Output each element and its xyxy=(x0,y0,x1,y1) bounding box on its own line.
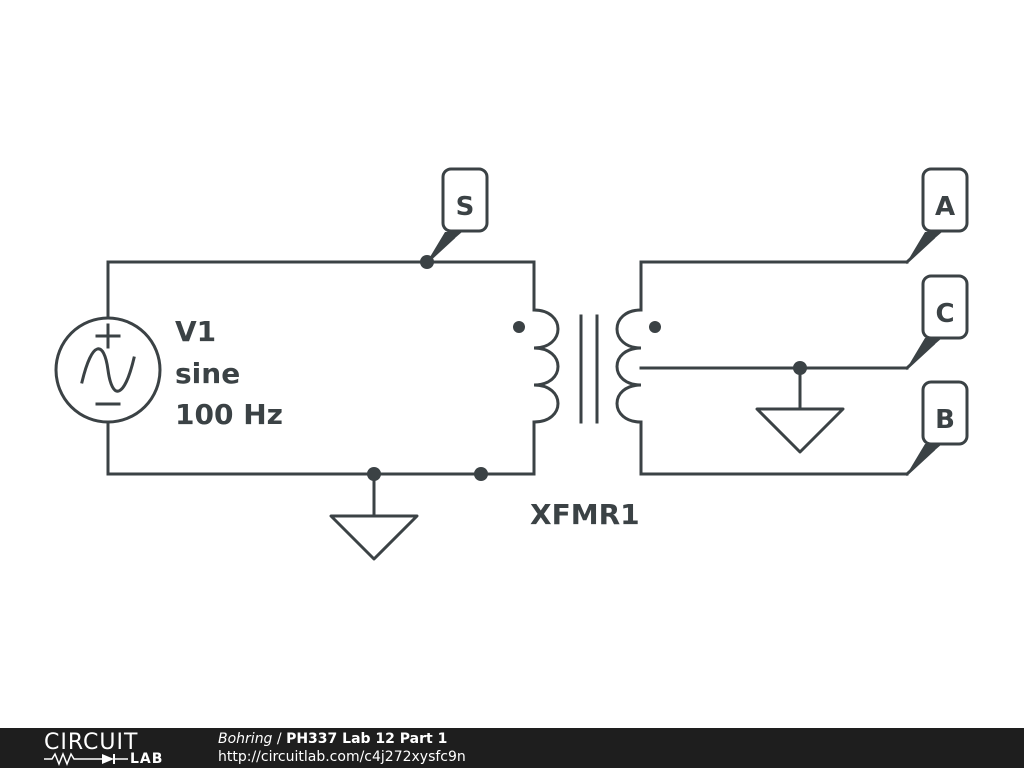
circuit-url[interactable]: http://circuitlab.com/c4j272xysfc9n xyxy=(218,749,466,765)
ground-icon[interactable] xyxy=(755,407,845,454)
source-frequency-label: 100 Hz xyxy=(175,398,283,431)
net-label-c[interactable]: C xyxy=(904,274,969,371)
transformer-name-label: XFMR1 xyxy=(530,498,640,531)
junction-node xyxy=(793,361,807,375)
net-label-s[interactable]: S xyxy=(424,167,489,265)
source-name-label: V1 xyxy=(175,315,216,348)
circuitlab-logo-resistor-diode-icon xyxy=(44,752,128,766)
ac-sine-source-icon[interactable] xyxy=(54,316,162,424)
circuitlab-logo-lab: LAB xyxy=(130,751,164,767)
junction-node xyxy=(367,467,381,481)
ground-icon[interactable] xyxy=(329,514,419,561)
schematic-canvas: V1 sine 100 Hz S XFMR1 xyxy=(54,167,969,561)
secondary-wires xyxy=(639,260,909,476)
net-label-c-text: C xyxy=(935,299,954,329)
circuitlab-logo-text[interactable]: CIRCUIT xyxy=(44,730,139,755)
primary-wires xyxy=(106,260,536,518)
center-tapped-transformer-icon[interactable] xyxy=(513,308,661,424)
net-label-b[interactable]: B xyxy=(904,380,969,477)
circuit-title[interactable]: PH337 Lab 12 Part 1 xyxy=(286,731,448,747)
junction-node xyxy=(474,467,488,481)
net-label-a-text: A xyxy=(935,192,955,222)
footer-bar xyxy=(0,728,1024,768)
net-label-s-text: S xyxy=(456,192,475,222)
credit-separator: / xyxy=(272,731,287,747)
author-link[interactable]: Bohring xyxy=(218,731,273,747)
credit-line: Bohring / PH337 Lab 12 Part 1 xyxy=(218,731,447,747)
net-label-b-text: B xyxy=(935,405,955,435)
source-type-label: sine xyxy=(175,357,240,390)
net-label-a[interactable]: A xyxy=(904,167,969,265)
